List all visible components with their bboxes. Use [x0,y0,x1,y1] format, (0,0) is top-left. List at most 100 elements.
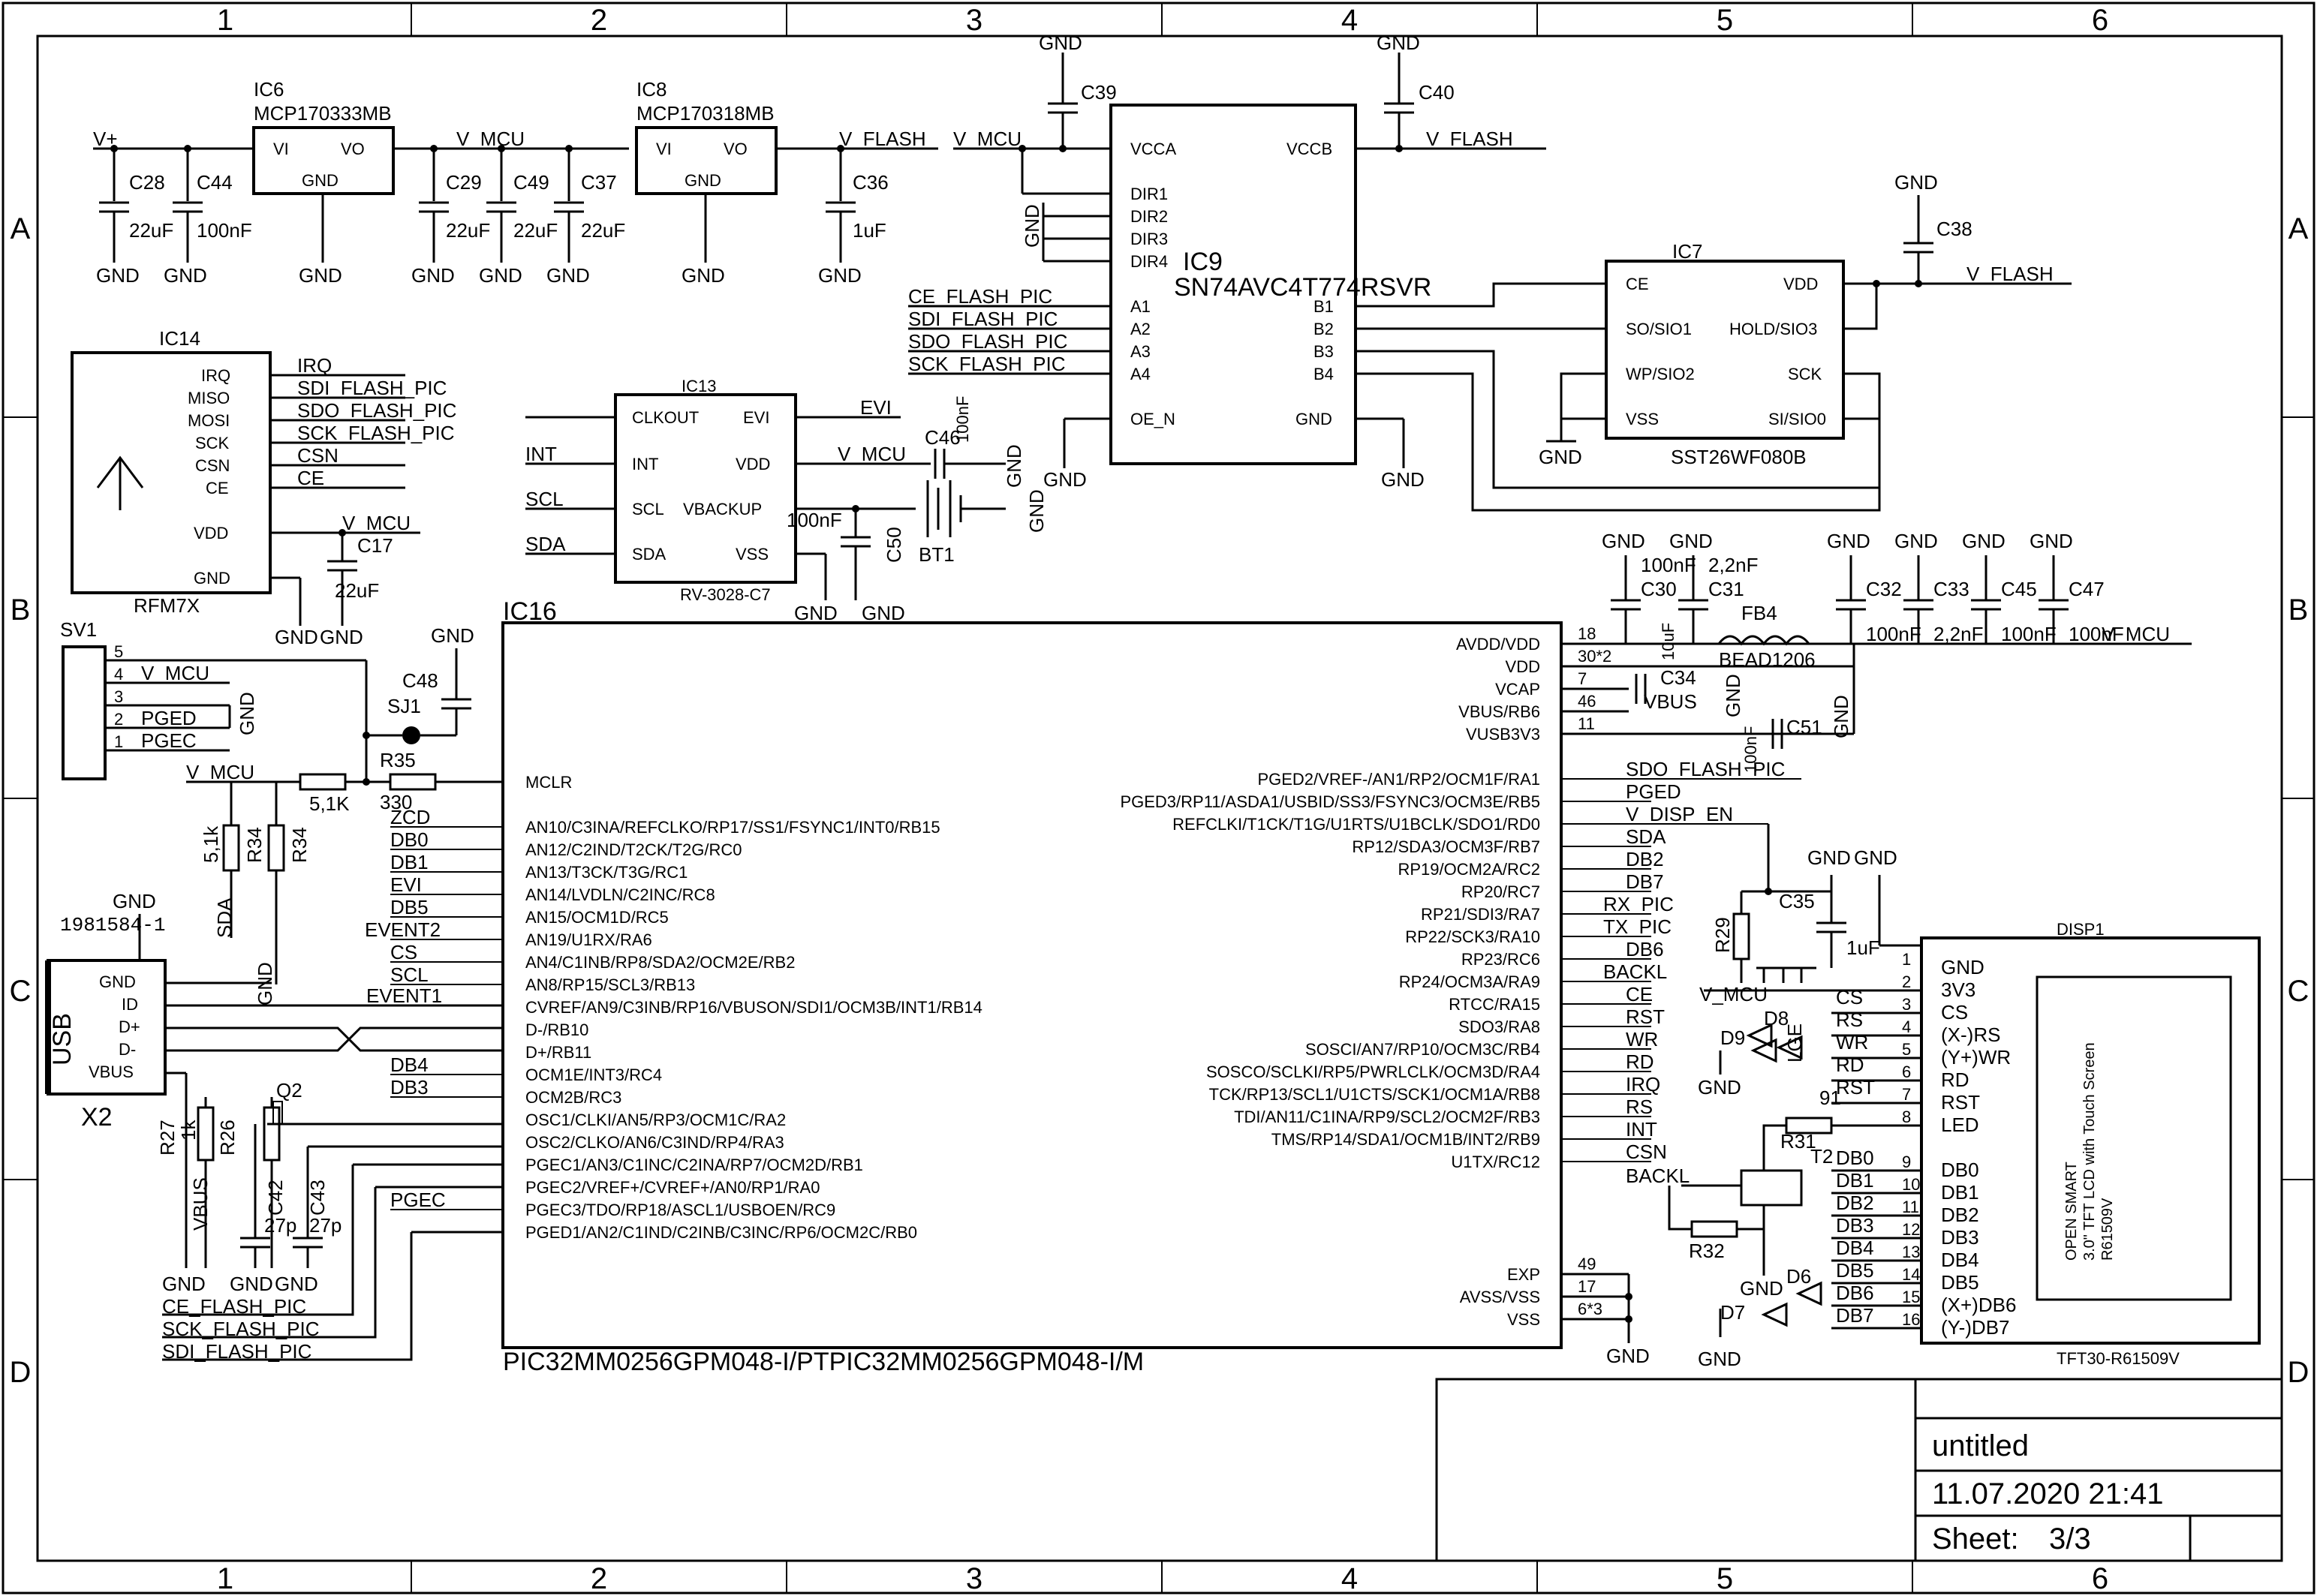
svg-text:D6: D6 [1786,1265,1811,1288]
svg-text:SJ1: SJ1 [387,695,421,717]
svg-text:FB4: FB4 [1741,602,1777,624]
svg-text:4: 4 [114,665,123,684]
gnd-label: GND [1021,204,1043,248]
svg-text:11: 11 [1578,714,1595,733]
ic14-pin-miso: MISO [188,389,230,407]
disp1-pin: (X-)RS [1941,1023,2000,1046]
svg-text:1uF: 1uF [853,219,886,242]
disp1-inner-2: 3.0" TFT LCD with Touch Screen [2081,1042,2098,1261]
svg-text:2,2nF: 2,2nF [1708,554,1759,576]
svg-text:C32: C32 [1866,578,1902,600]
disp1-pin-number: 16 [1902,1310,1920,1329]
title-block: untitled 11.07.2020 21:41 Sheet: 3/3 [1435,1378,2283,1562]
pgec-left: PGEC [390,1189,446,1211]
svg-text:R29: R29 [1711,917,1734,953]
ic16-left-pin: OCM1E/INT3/RC4 [525,1066,662,1084]
gnd-label: GND [794,602,838,624]
ic13-rtc[interactable]: IC13 RV-3028-C7 CLKOUT INT SCL SDA EVI V… [614,377,797,604]
svg-text:C33: C33 [1933,578,1969,600]
ic8-value: MCP170318MB [636,102,775,125]
disp1-pin: RST [1941,1091,1980,1114]
row-label-b-right: B [2288,594,2309,627]
sdo-flash-pic-ic9: SDO_FLASH_PIC [908,330,1067,353]
ic16-left-pin: D-/RB10 [525,1020,588,1039]
v-mcu-mclr: V_MCU [186,761,254,783]
ic16-right-pin: AVSS/VSS [1460,1288,1540,1306]
ic8-regulator[interactable]: IC8 MCP170318MB VI VO GND [635,78,778,195]
gnd-label: GND [299,264,342,287]
ic14-radio[interactable]: IC14 RFM7X IRQ MISO MOSI SCK CSN CE VDD … [71,327,272,617]
svg-text:1k: 1k [177,1120,200,1141]
svg-text:R34: R34 [288,827,311,863]
ic6-regulator[interactable]: IC6 MCP170333MB VI VO GND [252,78,395,195]
usb-connector[interactable]: USB 1981584-1 X2 GND ID D+ D- VBUS GND [45,890,167,1132]
gnd-label: GND [1827,530,1870,552]
svg-text:100nF: 100nF [1741,726,1760,773]
svg-text:C44: C44 [197,171,233,194]
svg-text:22uF: 22uF [129,219,173,242]
disp1-inner-1: OPEN SMART [2063,1162,2080,1261]
ic16-right-pin: RP23/RC6 [1461,950,1540,969]
v-flash-label-top: V_FLASH [839,128,926,150]
ic16-right-pin: RP19/OCM2A/RC2 [1398,860,1540,879]
ic16-right-pin: RTCC/RA15 [1449,995,1540,1014]
svg-text:100nF: 100nF [1866,623,1921,645]
disp1-pin-number: 15 [1902,1288,1920,1306]
v-flash-ic9: V_FLASH [1426,128,1513,150]
pged-sv1: PGED [141,707,197,729]
disp1-tft[interactable]: DISP1 TFT30-R61509V OPEN SMART 3.0" TFT … [1920,920,2261,1368]
ic14-pin-irq: IRQ [201,366,230,385]
ic9-pin-b3: B3 [1313,342,1334,361]
ic16-left-pin: AN10/C3INA/REFCLKO/RP17/SS1/FSYNC1/INT0/… [525,818,940,837]
ic7-pin-so: SO/SIO1 [1626,320,1692,338]
svg-text:C39: C39 [1081,81,1117,104]
ic13-pin-vss: VSS [736,545,769,564]
int-label: INT [525,443,557,465]
ic16-left-pin-list: MCLRAN10/C3INA/REFCLKO/RP17/SS1/FSYNC1/I… [525,773,982,1242]
disp1-pin: (Y-)DB7 [1941,1316,2010,1339]
ic13-ref: IC13 [682,377,716,395]
ic9-pin-vcca: VCCA [1130,140,1176,158]
ic16-right-pin: RP21/SDI3/RA7 [1421,905,1540,924]
irq-label-ic14: IRQ [297,354,332,377]
ic16-right-pin: TDI/AN11/C1INA/RP9/SCL2/OCM2F/RB3 [1234,1108,1540,1126]
svg-text:100nF: 100nF [2001,623,2057,645]
disp1-pin-number: 5 [1902,1040,1911,1059]
svg-text:C47: C47 [2069,578,2105,600]
ic16-mcu[interactable]: IC16 PIC32MM0256GPM048-I/PTPIC32MM0256GP… [501,597,1563,1376]
ic16-left-pin: PGEC1/AN3/C1INC/C2INA/RP7/OCM2D/RB1 [525,1156,863,1174]
ic9-ref: IC9 [1183,248,1223,276]
ic16-left-pin: PGED1/AN2/C1IND/C2INB/C3INC/RP6/OCM2C/RB… [525,1223,917,1242]
ic16-value: PIC32MM0256GPM048-I/PTPIC32MM0256GPM048-… [503,1348,1144,1376]
svg-text:C43: C43 [306,1180,329,1216]
ic9-level-shifter[interactable]: IC9 SN74AVC4T774RSVR VCCA DIR1 DIR2 DIR3… [1109,104,1431,465]
gnd-label: GND [1043,468,1087,491]
svg-text:DB5: DB5 [390,896,429,918]
sdo-flash-ic14: SDO_FLASH_PIC [297,399,456,422]
ic7-pin-vdd: VDD [1783,275,1818,293]
svg-text:R32: R32 [1689,1240,1725,1262]
ic9-pin-oe: OE_N [1130,410,1175,428]
col-label-2: 2 [591,4,607,37]
disp1-pin: (Y+)WR [1941,1046,2011,1069]
ic9-wiring: V_MCU GND C39 GND GND C40 V_FLASH CE_FLA… [908,32,1881,512]
gnd-label: GND [1830,695,1852,738]
svg-text:27p: 27p [309,1214,342,1237]
gnd-label: GND [1606,1345,1650,1367]
ic9-pin-b4: B4 [1313,365,1334,383]
sv1-header[interactable]: SV1 54 32 1 V_MCU PGED PGEC GND [60,618,366,780]
int-right: INT [1626,1118,1657,1141]
ic16-left-nets: ZCD DB0 DB1 EVI DB5 EVENT2 CS SCL DB4 DB… [186,624,503,1211]
svg-text:22uF: 22uF [581,219,625,242]
svg-text:100nF: 100nF [953,396,972,443]
ce-flash-bottom: CE_FLASH_PIC [162,1295,306,1318]
v-disp-en-label: V_DISP_EN [1626,803,1733,825]
ic7-flash[interactable]: IC7 SST26WF080B CE SO/SIO1 WP/SIO2 VSS V… [1605,240,1845,468]
disp1-pin: DB3 [1941,1226,1979,1249]
disp1-pin: RD [1941,1069,1969,1091]
svg-text:DB6: DB6 [1626,938,1664,960]
event1-label: EVENT1 [366,984,442,1007]
gnd-label: GND [682,264,725,287]
svg-text:2,2nF: 2,2nF [1933,623,1984,645]
disp1-pin-list: GND13V32CS3(X-)RS4(Y+)WR5RD6RST7LED8DB09… [1902,950,2016,1339]
